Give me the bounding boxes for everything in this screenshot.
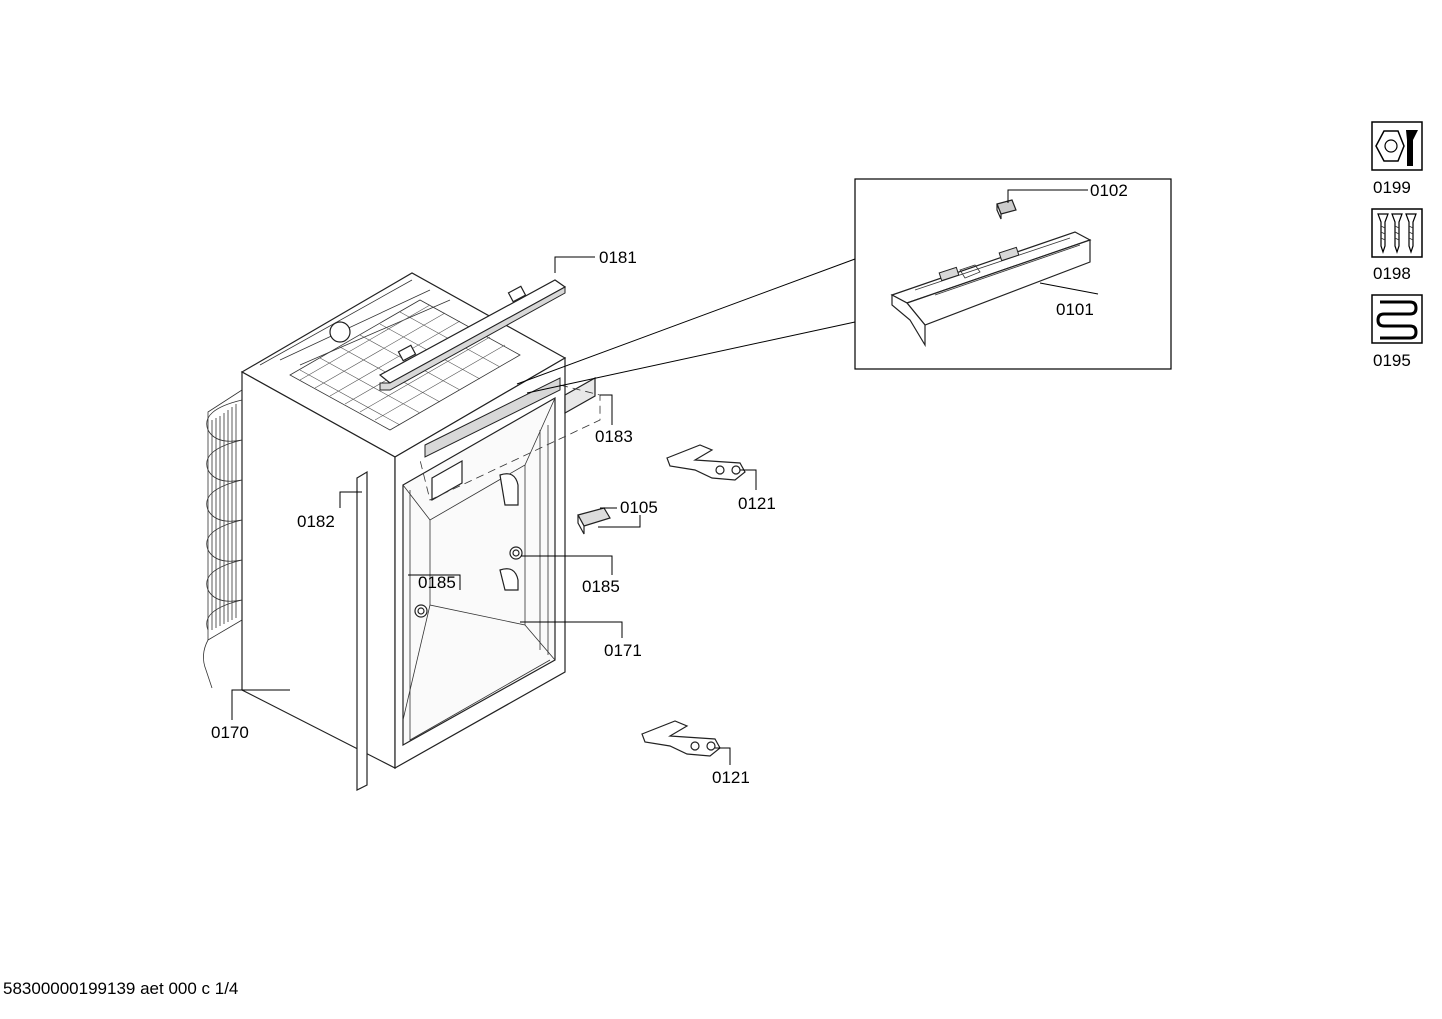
switch-part bbox=[577, 507, 611, 535]
callout-0183: 0183 bbox=[595, 427, 633, 446]
callout-0105: 0105 bbox=[620, 498, 658, 517]
callout-0181: 0181 bbox=[599, 248, 637, 267]
callout-0182: 0182 bbox=[297, 512, 335, 531]
detail-zoom-box bbox=[516, 178, 1172, 394]
knob-parts bbox=[414, 546, 523, 618]
legend-heater-coil bbox=[1371, 294, 1423, 344]
callout-0170: 0170 bbox=[211, 723, 249, 742]
callout-0171: 0171 bbox=[604, 641, 642, 660]
hinge-part-upper bbox=[666, 444, 746, 481]
callout-0185-right: 0185 bbox=[582, 577, 620, 596]
legend-number-0195: 0195 bbox=[1373, 351, 1411, 370]
heater-coil-icon bbox=[1376, 300, 1418, 340]
callout-0121-upper: 0121 bbox=[738, 494, 776, 513]
callout-0185-left: 0185 bbox=[418, 573, 456, 592]
legend-nut-wrench bbox=[1371, 121, 1423, 171]
legend-number-0199: 0199 bbox=[1373, 178, 1411, 197]
screws-icon bbox=[1377, 213, 1417, 254]
callout-0101: 0101 bbox=[1056, 300, 1094, 319]
hinge-part-lower bbox=[641, 720, 721, 757]
seal-strip-part bbox=[356, 470, 368, 791]
top-rail-part bbox=[378, 279, 567, 391]
legend-screws bbox=[1371, 208, 1423, 258]
legend-number-0198: 0198 bbox=[1373, 264, 1411, 283]
document-footer-code: 58300000199139 aet 000 c 1/4 bbox=[3, 979, 239, 998]
callout-0121-lower: 0121 bbox=[712, 768, 750, 787]
condenser-coil bbox=[203, 389, 243, 689]
cover-panel-part bbox=[419, 376, 601, 501]
cabinet-body bbox=[240, 272, 567, 770]
callout-0102: 0102 bbox=[1090, 181, 1128, 200]
leader-lines bbox=[231, 189, 1099, 765]
